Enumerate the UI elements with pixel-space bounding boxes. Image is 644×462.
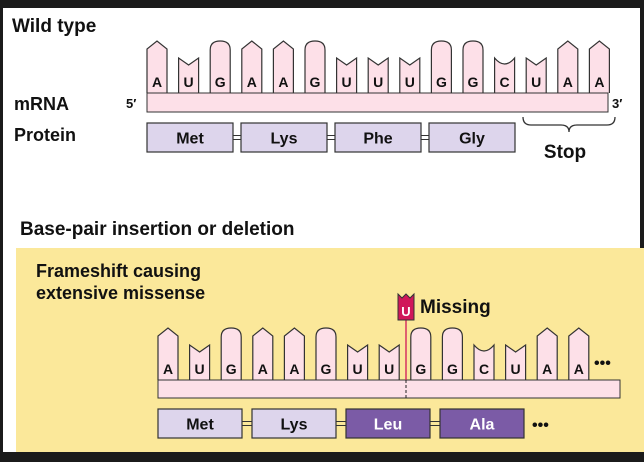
base-letter: A <box>542 361 552 377</box>
base-U: U <box>399 56 421 93</box>
mrna-label: mRNA <box>14 94 69 114</box>
amino-acid-box: Gly <box>428 122 516 153</box>
protein-label: Protein <box>14 125 76 145</box>
base-U: U <box>178 56 200 93</box>
base-letter: G <box>215 74 226 90</box>
base-A: A <box>146 40 168 93</box>
base-U: U <box>189 343 211 380</box>
subtitle-line1: Frameshift causing <box>36 261 201 281</box>
base-letter: U <box>195 361 205 377</box>
section-title: Base-pair insertion or deletion <box>20 219 295 240</box>
amino-acid-box: Phe <box>334 122 429 153</box>
base-letter: A <box>247 74 257 90</box>
wild-type-protein: Met Lys Phe Gly <box>146 122 516 153</box>
base-U: U <box>378 343 400 380</box>
amino-acid-label: Met <box>186 417 214 434</box>
base-A: A <box>568 327 590 380</box>
base-U: U <box>367 56 389 93</box>
base-U: U <box>347 343 369 380</box>
base-letter: A <box>278 74 288 90</box>
base-letter: U <box>384 361 394 377</box>
wild-type-title: Wild type <box>12 16 96 37</box>
base-G: G <box>441 327 463 380</box>
stop-brace <box>522 116 616 133</box>
subtitle-line2: extensive missense <box>36 283 205 303</box>
base-A: A <box>588 40 610 93</box>
wild-type-mrna-strand <box>146 92 609 113</box>
base-letter: U <box>353 361 363 377</box>
base-U: U <box>505 343 527 380</box>
base-G: G <box>304 40 326 93</box>
base-letter: G <box>226 361 237 377</box>
base-U: U <box>336 56 358 93</box>
base-letter: G <box>447 361 458 377</box>
base-letter: A <box>574 361 584 377</box>
missing-base-letter: U <box>401 304 410 319</box>
base-letter: U <box>531 74 541 90</box>
base-letter: G <box>415 361 426 377</box>
amino-acid-box: Lys <box>240 122 335 153</box>
base-G: G <box>430 40 452 93</box>
base-G: G <box>209 40 231 93</box>
base-G: G <box>410 327 432 380</box>
missing-base-marker <box>397 292 415 321</box>
base-C: C <box>494 56 516 93</box>
missing-label: Missing <box>420 297 491 318</box>
base-letter: A <box>163 361 173 377</box>
amino-acid-box: Lys <box>251 408 346 439</box>
three-prime-label: 3′ <box>612 96 622 111</box>
base-A: A <box>536 327 558 380</box>
base-letter: A <box>152 74 162 90</box>
mutant-mrna-strand <box>157 379 621 399</box>
amino-acid-box: Leu <box>345 408 440 439</box>
base-A: A <box>272 40 294 93</box>
base-A: A <box>557 40 579 93</box>
amino-acid-label: Lys <box>271 131 298 148</box>
stop-label: Stop <box>544 142 586 163</box>
base-letter: C <box>500 74 510 90</box>
amino-acid-label: Lys <box>281 417 308 434</box>
base-letter: U <box>373 74 383 90</box>
base-C: C <box>473 343 495 380</box>
base-letter: A <box>258 361 268 377</box>
base-letter: G <box>321 361 332 377</box>
base-A: A <box>252 327 274 380</box>
base-A: A <box>283 327 305 380</box>
base-A: A <box>241 40 263 93</box>
base-letter: A <box>594 74 604 90</box>
protein-ellipsis: ••• <box>532 417 549 434</box>
amino-acid-box: Met <box>157 408 252 439</box>
amino-acid-box: Met <box>146 122 241 153</box>
base-letter: A <box>563 74 573 90</box>
mrna-ellipsis: ••• <box>594 355 611 372</box>
base-letter: G <box>468 74 479 90</box>
amino-acid-label: Phe <box>363 131 392 148</box>
base-letter: G <box>310 74 321 90</box>
base-U: U <box>525 56 547 93</box>
base-letter: U <box>405 74 415 90</box>
amino-acid-label: Met <box>176 131 204 148</box>
base-A: A <box>157 327 179 380</box>
five-prime-label: 5′ <box>126 96 136 111</box>
base-letter: U <box>511 361 521 377</box>
base-letter: G <box>436 74 447 90</box>
base-letter: U <box>342 74 352 90</box>
amino-acid-label: Leu <box>374 417 402 434</box>
base-G: G <box>220 327 242 380</box>
base-G: G <box>462 40 484 93</box>
base-letter: C <box>479 361 489 377</box>
amino-acid-box: Ala <box>439 408 525 439</box>
base-G: G <box>315 327 337 380</box>
base-letter: A <box>289 361 299 377</box>
base-letter: U <box>184 74 194 90</box>
amino-acid-label: Gly <box>459 131 485 148</box>
amino-acid-label: Ala <box>470 417 495 434</box>
mutant-protein: Met Lys Leu Ala <box>157 408 525 439</box>
